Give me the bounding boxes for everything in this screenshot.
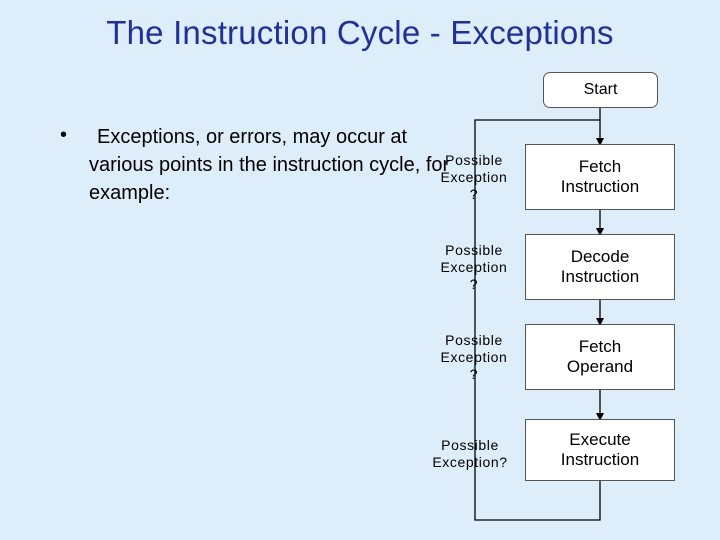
exception-line2: Exception (440, 349, 508, 365)
step-line2: Instruction (560, 267, 640, 286)
step-line2: Operand (566, 357, 634, 376)
step-line1: Fetch (578, 337, 622, 356)
exception-label-1: Possible Exception ? (414, 152, 534, 203)
exception-label-2: Possible Exception ? (414, 242, 534, 293)
exception-line3: ? (469, 276, 479, 292)
exception-line3: ? (469, 186, 479, 202)
bullet-marker: • (60, 124, 68, 146)
step-line1: Execute (569, 430, 631, 449)
exception-line2: Exception? (432, 454, 508, 470)
exception-label-3: Possible Exception ? (414, 332, 534, 383)
step-line1: Fetch (578, 157, 622, 176)
step-line2: Instruction (560, 450, 640, 469)
exception-line1: Possible (445, 152, 503, 168)
exception-line2: Exception (440, 169, 508, 185)
step-line1: Decode (570, 247, 630, 266)
step-line2: Instruction (560, 177, 640, 196)
exception-line1: Possible (445, 332, 503, 348)
loop-back-line (474, 119, 601, 521)
start-node: Start (543, 72, 658, 108)
exception-line2: Exception (440, 259, 508, 275)
bullet-text: Exceptions, or errors, may occur at vari… (89, 126, 450, 204)
exception-line1: Possible (445, 242, 503, 258)
exception-line1: Possible (441, 437, 499, 453)
exception-line3: ? (469, 366, 479, 382)
slide-title: The Instruction Cycle - Exceptions (106, 14, 614, 51)
exception-label-4: Possible Exception? (410, 437, 530, 471)
